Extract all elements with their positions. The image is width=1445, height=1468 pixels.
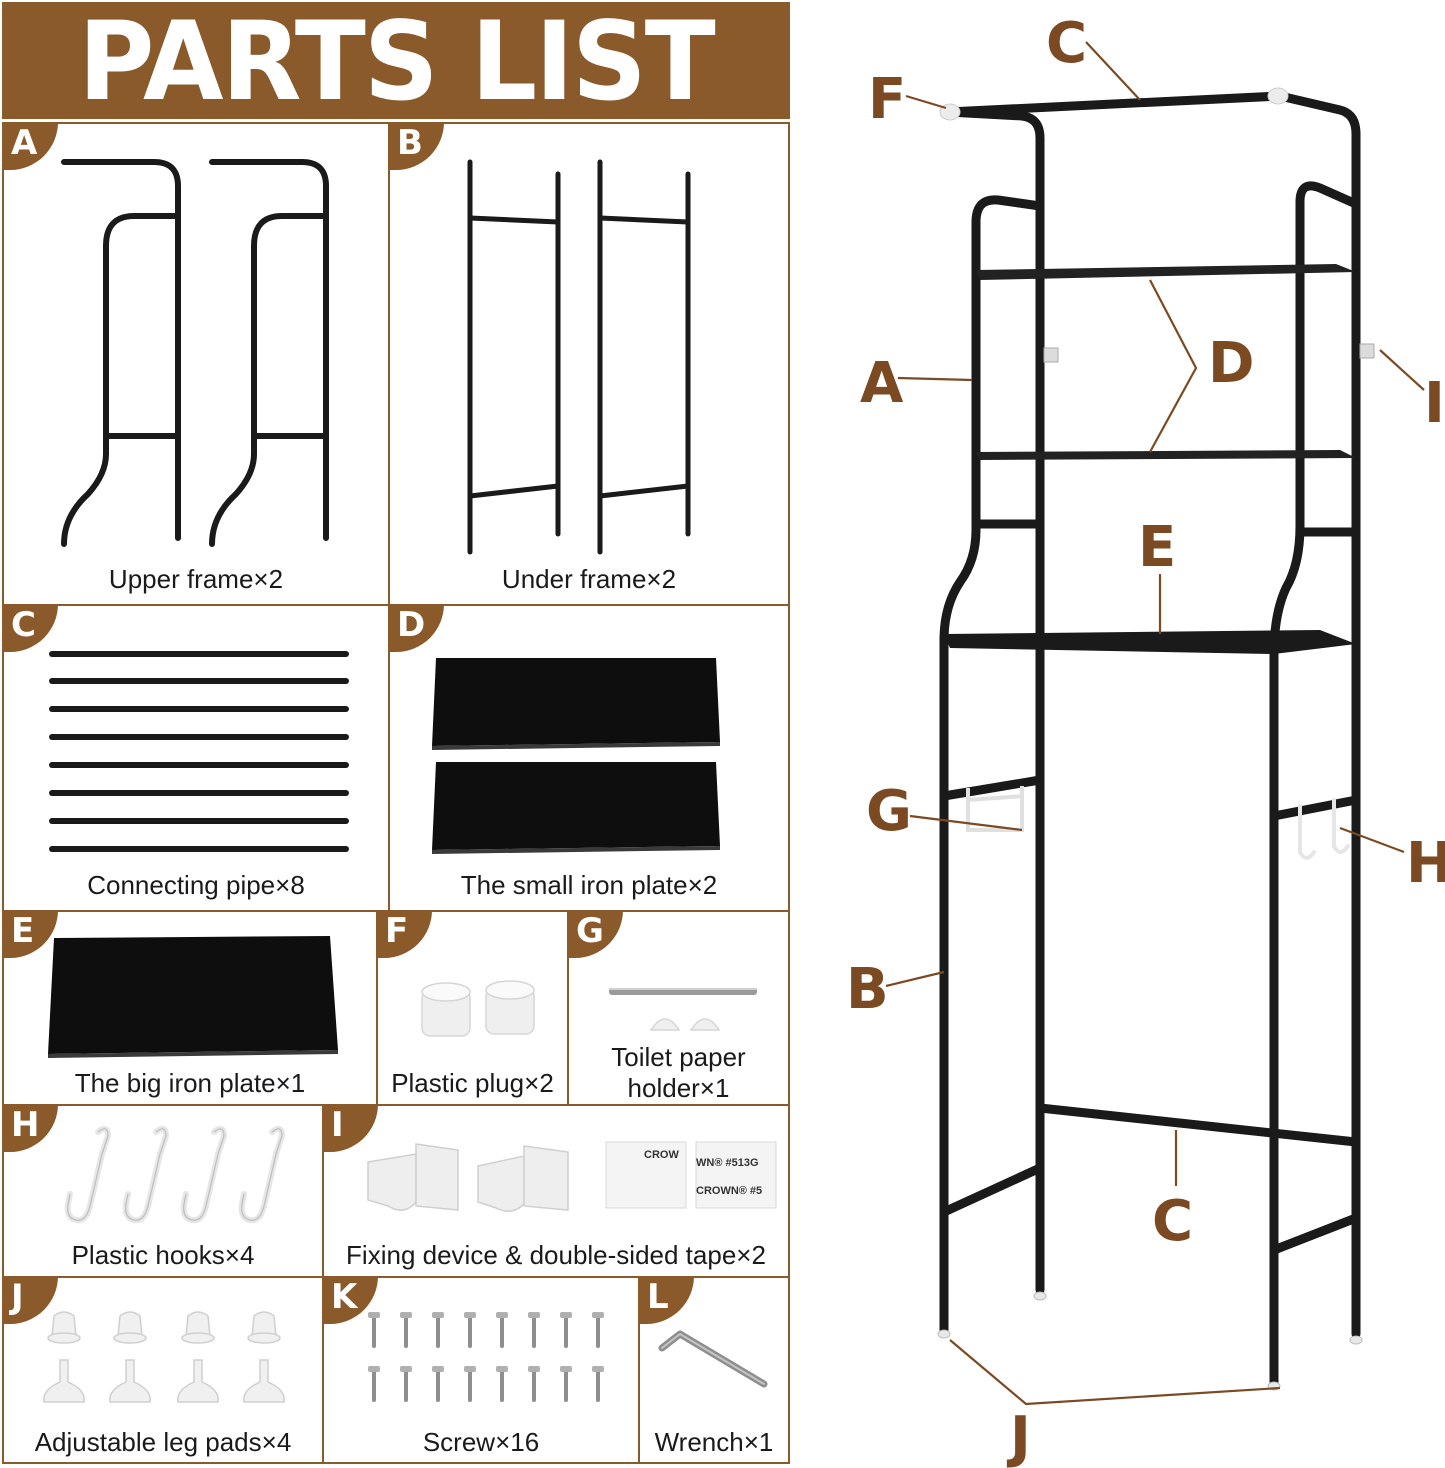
diagram-label-d: D [1208, 331, 1254, 396]
part-cell-a: A Upper frame×2 [2, 122, 390, 606]
diagram-label-f: F [868, 67, 906, 132]
tape-label-3: CROWN® #5 [696, 1185, 762, 1197]
hooks-h [1298, 798, 1350, 860]
screws-illustration [368, 1312, 604, 1402]
back-right-frame [1275, 91, 1361, 1339]
part-cell-j: J Adjustable leg pads×4 [2, 1276, 324, 1464]
diagram-label-j: J [1006, 1405, 1031, 1468]
leg-pad-2 [1033, 1291, 1047, 1301]
upper-frame-illustration [61, 159, 329, 547]
under-frame-illustration [467, 159, 691, 555]
part-cell-e: E The big iron plate×1 [2, 910, 378, 1106]
part-cell-b: B Under frame×2 [388, 122, 790, 606]
front-left-frame [939, 195, 1045, 1335]
part-cell-h: H Plastic hooks×4 [2, 1104, 324, 1278]
wrench-illustration [658, 1330, 768, 1388]
fixing-device-left [1043, 347, 1059, 363]
top-connecting-pipe [943, 91, 1285, 117]
diagram-label-c-bottom: C [1152, 1189, 1193, 1254]
leg-pad-1 [937, 1329, 951, 1339]
back-left-frame [943, 107, 1045, 1295]
part-badge-a: A [4, 124, 58, 170]
plastic-plugs-illustration [421, 980, 535, 1037]
middle-shelf-d [976, 450, 1356, 460]
part-caption-c: Connecting pipe×8 [87, 870, 305, 900]
part-caption-g-line1: Toilet paper [611, 1042, 746, 1072]
part-caption-k: Screw×16 [422, 1427, 540, 1457]
leg-pad-4 [1349, 1335, 1363, 1345]
tape-label-1: CROW [644, 1149, 679, 1161]
fixing-device-illustration: CROW WN® #513G CROWN® #5 [367, 1141, 777, 1212]
part-caption-d: The small iron plate×2 [460, 870, 718, 900]
part-cell-f: F Plastic plug×2 [376, 910, 569, 1106]
upper-shelf-d [976, 264, 1356, 280]
big-iron-plate-illustration [48, 936, 338, 1058]
part-caption-j: Adjustable leg pads×4 [34, 1427, 292, 1457]
big-shelf-e [944, 630, 1356, 654]
diagram-label-c-top: C [1046, 11, 1087, 76]
part-caption-h: Plastic hooks×4 [71, 1240, 255, 1270]
part-cell-k: K Screw×16 [322, 1276, 640, 1464]
fixing-device-right [1359, 343, 1375, 359]
part-cell-d: D The small iron plate×2 [388, 604, 790, 912]
part-caption-i: Fixing device & double-sided tape×2 [346, 1240, 766, 1270]
part-caption-g-line2: holder×1 [627, 1073, 730, 1103]
diagram-label-i: I [1424, 371, 1445, 436]
diagram-label-e: E [1138, 515, 1176, 580]
plastic-hooks-illustration [64, 1125, 286, 1224]
toilet-paper-holder-illustration [609, 988, 757, 1031]
part-caption-b: Under frame×2 [501, 564, 677, 594]
small-iron-plates-illustration [432, 658, 720, 854]
page-title: PARTS LIST [78, 0, 715, 125]
diagram-label-a: A [860, 351, 904, 416]
diagram-label-b: B [846, 957, 889, 1022]
part-caption-a: Upper frame×2 [108, 564, 284, 594]
part-caption-e: The big iron plate×1 [74, 1068, 306, 1098]
plug-right [1267, 87, 1289, 105]
toilet-paper-holder-g [966, 786, 1025, 832]
part-cell-g: G Toilet paper holder×1 [567, 910, 790, 1106]
part-caption-l: Wrench×1 [654, 1427, 774, 1457]
part-cell-i: CROW WN® #513G CROWN® #5 I Fixing device… [322, 1104, 790, 1278]
assembled-rack-diagram: C F A D I E G H B C J [846, 11, 1445, 1468]
part-caption-f: Plastic plug×2 [391, 1068, 554, 1098]
part-cell-c: C Connecting pipe×8 [2, 604, 390, 912]
leg-pads-illustration [43, 1311, 285, 1403]
bottom-connecting-pipe [1035, 1103, 1361, 1147]
connecting-pipes-illustration [49, 651, 349, 852]
part-badge-l: L [640, 1278, 694, 1324]
diagram-label-g: G [866, 779, 912, 844]
tape-label-2: WN® #513G [696, 1157, 759, 1169]
front-right-frame [1269, 181, 1361, 1387]
diagram-label-h: H [1406, 831, 1445, 896]
parts-list-banner: PARTS LIST [2, 2, 790, 119]
part-cell-l: L Wrench×1 [638, 1276, 790, 1464]
